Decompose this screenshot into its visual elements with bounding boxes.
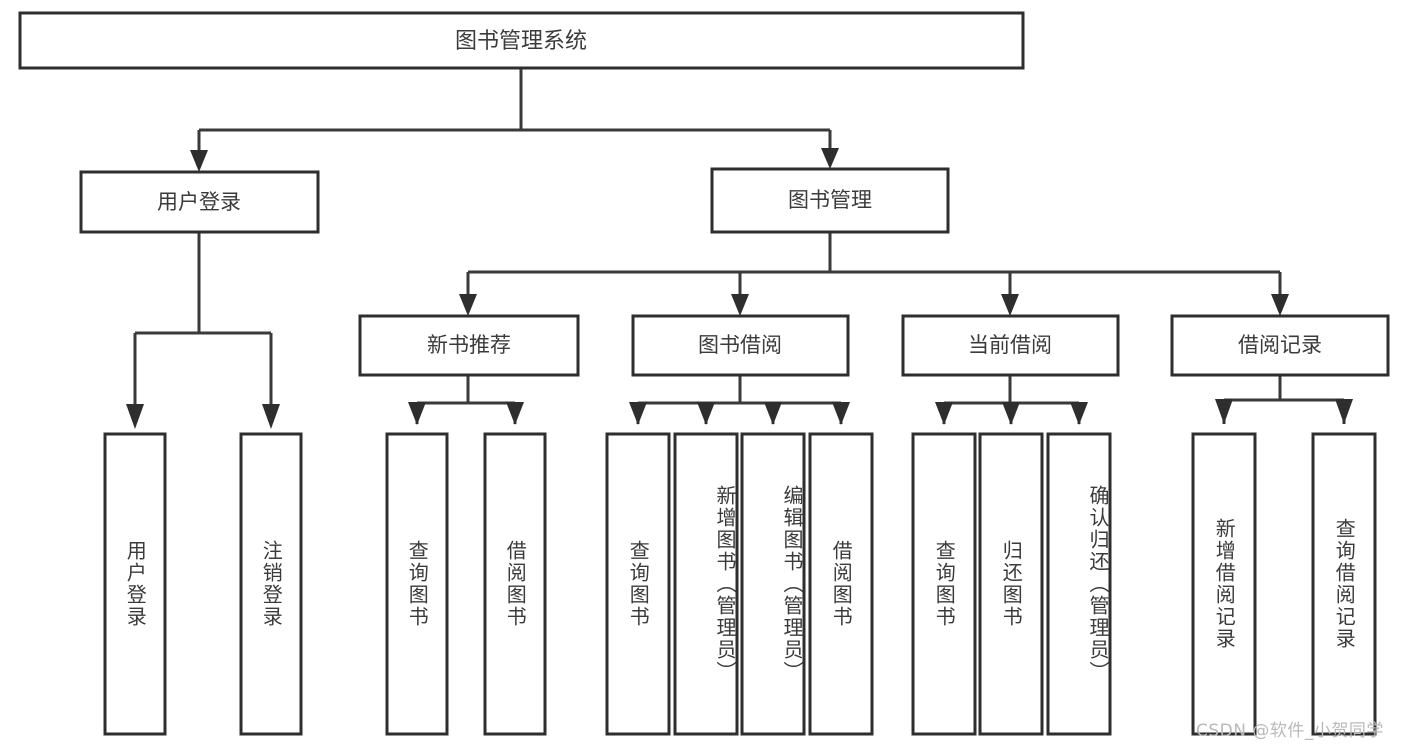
leaf-box-book-borrow-1[interactable] [673,432,739,736]
arrowhead-leaf-user-0 [126,404,144,429]
leaf-box-book-borrow-0[interactable] [605,432,671,736]
node-label-root: 图书管理系统 [455,29,587,54]
arrowhead-leaf-newbook-1 [506,402,524,425]
node-label-user-login: 用户登录 [157,190,241,214]
arrowhead-new-book [459,294,477,316]
leaf-box-user-login-0[interactable] [103,432,167,736]
node-box-root[interactable] [18,11,1025,70]
node-box-borrow-record[interactable] [1170,314,1390,377]
arrowhead-leaf-record-0 [1215,399,1233,424]
node-label-new-book-recommend: 新书推荐 [427,333,511,357]
arrowhead-leaf-borrow-0 [629,402,647,425]
node-box-user-login[interactable] [79,170,320,234]
arrowhead-book-mgmt [821,148,839,169]
node-label-book-borrow: 图书借阅 [698,333,782,357]
arrowhead-current-borrow [1001,294,1019,316]
leaf-box-new-book-0[interactable] [385,432,449,736]
arrowhead-leaf-current-2 [1070,402,1088,425]
node-label-book-management: 图书管理 [788,188,872,212]
leaf-box-new-book-1[interactable] [483,432,547,736]
leaf-box-current-borrow-0[interactable] [911,432,977,736]
node-box-current-borrow[interactable] [901,314,1120,377]
leaf-box-book-borrow-2[interactable] [740,432,806,736]
node-label-borrow-record: 借阅记录 [1238,333,1322,357]
arrowhead-leaf-borrow-3 [832,402,850,425]
node-box-book-management[interactable] [710,167,950,234]
arrowhead-borrow-record [1271,294,1289,316]
node-label-current-borrow: 当前借阅 [968,333,1052,357]
arrowhead-user-login [190,150,208,172]
nodes-layer: 图书管理系统 用户登录 图书管理 新书推荐 图书借阅 当前借阅 借阅记录 [18,11,1390,736]
arrowhead-book-borrow [731,294,749,316]
leaf-box-current-borrow-2[interactable] [1046,432,1112,736]
leaf-box-borrow-record-0[interactable] [1191,432,1257,736]
arrowheads-layer [126,148,1353,429]
node-box-new-book-recommend[interactable] [358,314,580,377]
arrowhead-leaf-current-1 [1002,402,1020,425]
leaf-box-borrow-record-1[interactable] [1311,432,1377,736]
arrowhead-leaf-borrow-1 [697,402,715,425]
leaf-box-book-borrow-3[interactable] [808,432,874,736]
leaf-box-current-borrow-1[interactable] [978,432,1044,736]
leaf-box-user-login-1[interactable] [239,432,303,736]
arrowhead-leaf-user-1 [262,404,280,429]
arrowhead-leaf-borrow-2 [764,402,782,425]
arrowhead-leaf-record-1 [1335,399,1353,424]
csdn-watermark: CSDN @软件_小贺同学 [1196,721,1384,741]
arrowhead-leaf-current-0 [935,402,953,425]
node-box-book-borrow[interactable] [631,314,850,377]
arrowhead-leaf-newbook-0 [408,402,426,425]
